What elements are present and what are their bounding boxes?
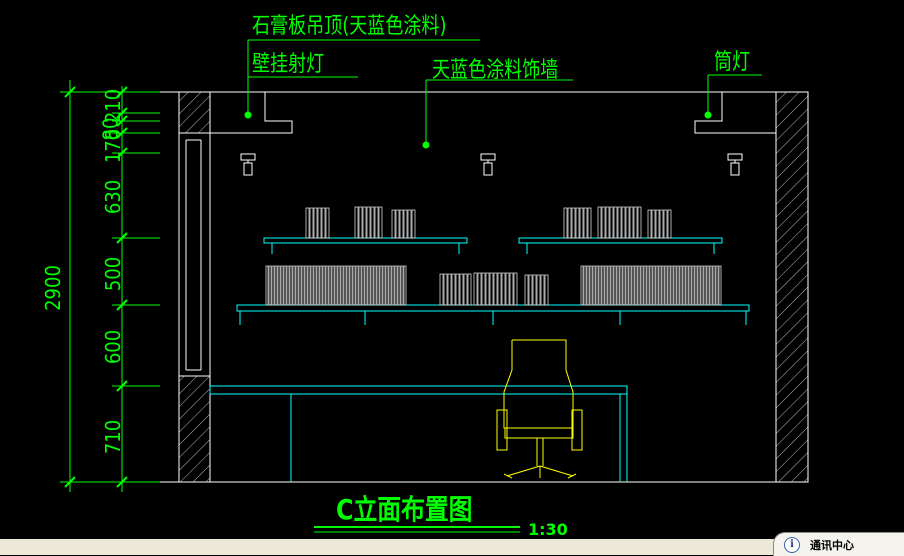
label-wall-paint: 天蓝色涂料饰墙: [432, 58, 559, 83]
spotlight-2: [480, 153, 496, 176]
info-icon: i: [784, 536, 800, 553]
communication-center-button[interactable]: i 通讯中心: [773, 532, 904, 556]
dim-170: 170: [101, 128, 126, 164]
dim-total: 2900: [40, 265, 65, 311]
lower-shelf: [236, 304, 750, 325]
ceiling-soffit: [210, 92, 776, 134]
upper-shelf-left: [263, 237, 468, 254]
title-underline: [314, 526, 520, 533]
drawing-scale: 1:30: [528, 520, 568, 539]
label-ceiling: 石膏板吊顶(天蓝色涂料): [252, 14, 447, 39]
label-downlight: 筒灯: [714, 50, 751, 75]
dim-500: 500: [101, 256, 126, 292]
dim-630: 630: [101, 179, 126, 215]
drawing-title: C立面布置图: [336, 493, 473, 526]
desk: [209, 385, 628, 482]
dim-710: 710: [101, 419, 126, 455]
status-bar: [0, 539, 904, 555]
upper-shelf-right: [518, 237, 723, 254]
dim-600: 600: [101, 329, 126, 365]
office-chair: [496, 339, 583, 479]
spotlight-1: [240, 153, 256, 176]
label-leaders: [244, 39, 762, 149]
spotlight-3: [727, 153, 743, 176]
label-wall-spotlight: 壁挂射灯: [252, 52, 325, 77]
communication-center-label: 通讯中心: [810, 538, 854, 552]
walls: [160, 91, 809, 483]
books: [265, 206, 722, 306]
door-frame: [185, 139, 202, 371]
dimension-line: [60, 80, 160, 492]
